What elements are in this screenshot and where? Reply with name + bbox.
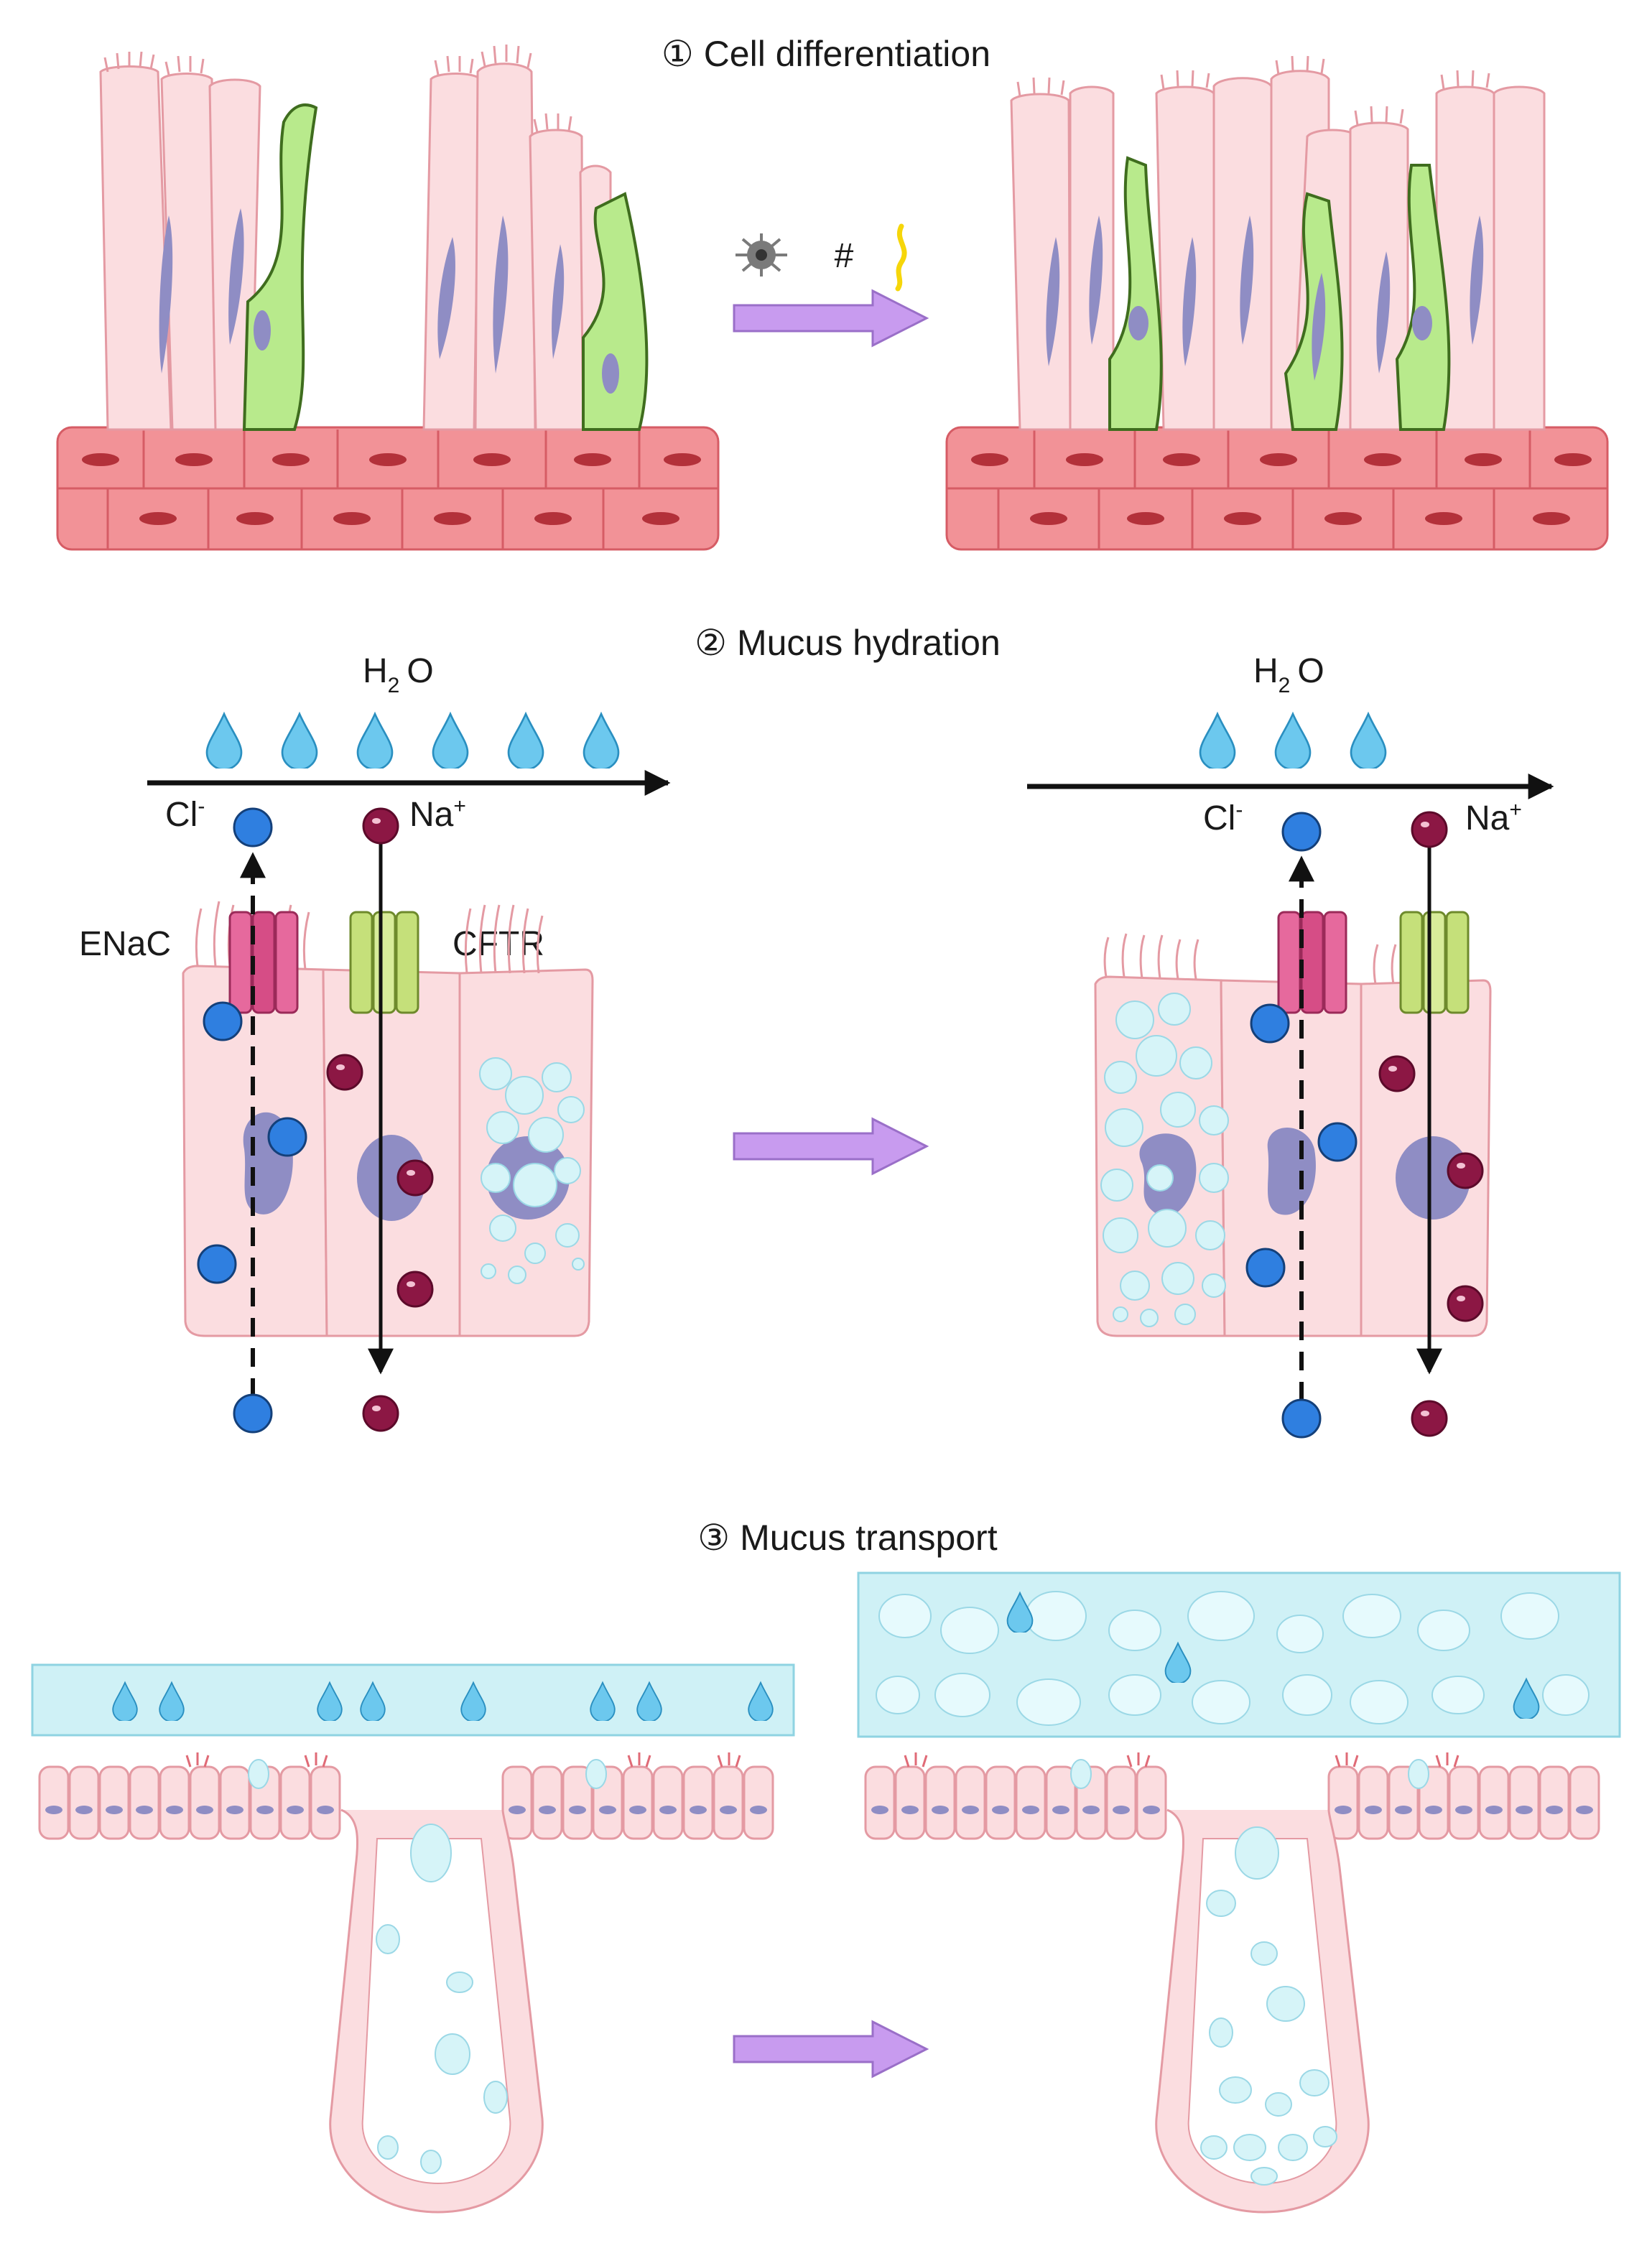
mucus-layer-thin bbox=[31, 1663, 795, 1737]
section-3-title: ③ Mucus transport bbox=[697, 1518, 997, 1558]
pollutant-particle-icon bbox=[735, 233, 787, 277]
section-mucus-transport: ③ Mucus transport bbox=[31, 1518, 1621, 2214]
mucus-granules-expanded bbox=[1100, 993, 1229, 1327]
chloride-label-right: Cl- bbox=[1203, 798, 1243, 837]
epithelium-before bbox=[56, 45, 720, 551]
water-droplets-left bbox=[205, 712, 620, 768]
basal-cell-layer-right bbox=[945, 426, 1609, 551]
chloride-ions-left bbox=[197, 807, 307, 1434]
stimulus-hash: # bbox=[835, 237, 854, 275]
mucus-granules bbox=[479, 1057, 585, 1284]
section-2-title: ② Mucus hydration bbox=[695, 623, 1001, 663]
stimulus-icons: # bbox=[735, 223, 907, 292]
cftr-label: CFTR bbox=[453, 925, 544, 963]
section-1-title: ① Cell differentiation bbox=[662, 34, 990, 74]
epithelium-after bbox=[945, 55, 1609, 551]
basal-cell-layer bbox=[56, 426, 720, 551]
lightning-bolt-icon bbox=[895, 223, 907, 292]
process-arrow-2 bbox=[733, 1117, 929, 1176]
sodium-label-left: Na+ bbox=[409, 794, 466, 834]
process-arrow-1 bbox=[733, 289, 929, 348]
chloride-label-left: Cl- bbox=[165, 794, 205, 834]
water-droplets-right bbox=[1199, 712, 1387, 768]
sodium-ions-left bbox=[326, 807, 434, 1432]
section-cell-differentiation: ① Cell differentiation bbox=[56, 34, 1609, 551]
transport-after bbox=[857, 1571, 1621, 2214]
enac-label: ENaC bbox=[79, 925, 171, 963]
cftr-channel bbox=[349, 911, 419, 1014]
sodium-label-right: Na+ bbox=[1465, 798, 1522, 837]
enac-channel bbox=[228, 911, 299, 1014]
cell-nuclei bbox=[159, 208, 619, 394]
transport-before bbox=[31, 1663, 795, 2214]
process-arrow-3 bbox=[733, 2020, 929, 2079]
